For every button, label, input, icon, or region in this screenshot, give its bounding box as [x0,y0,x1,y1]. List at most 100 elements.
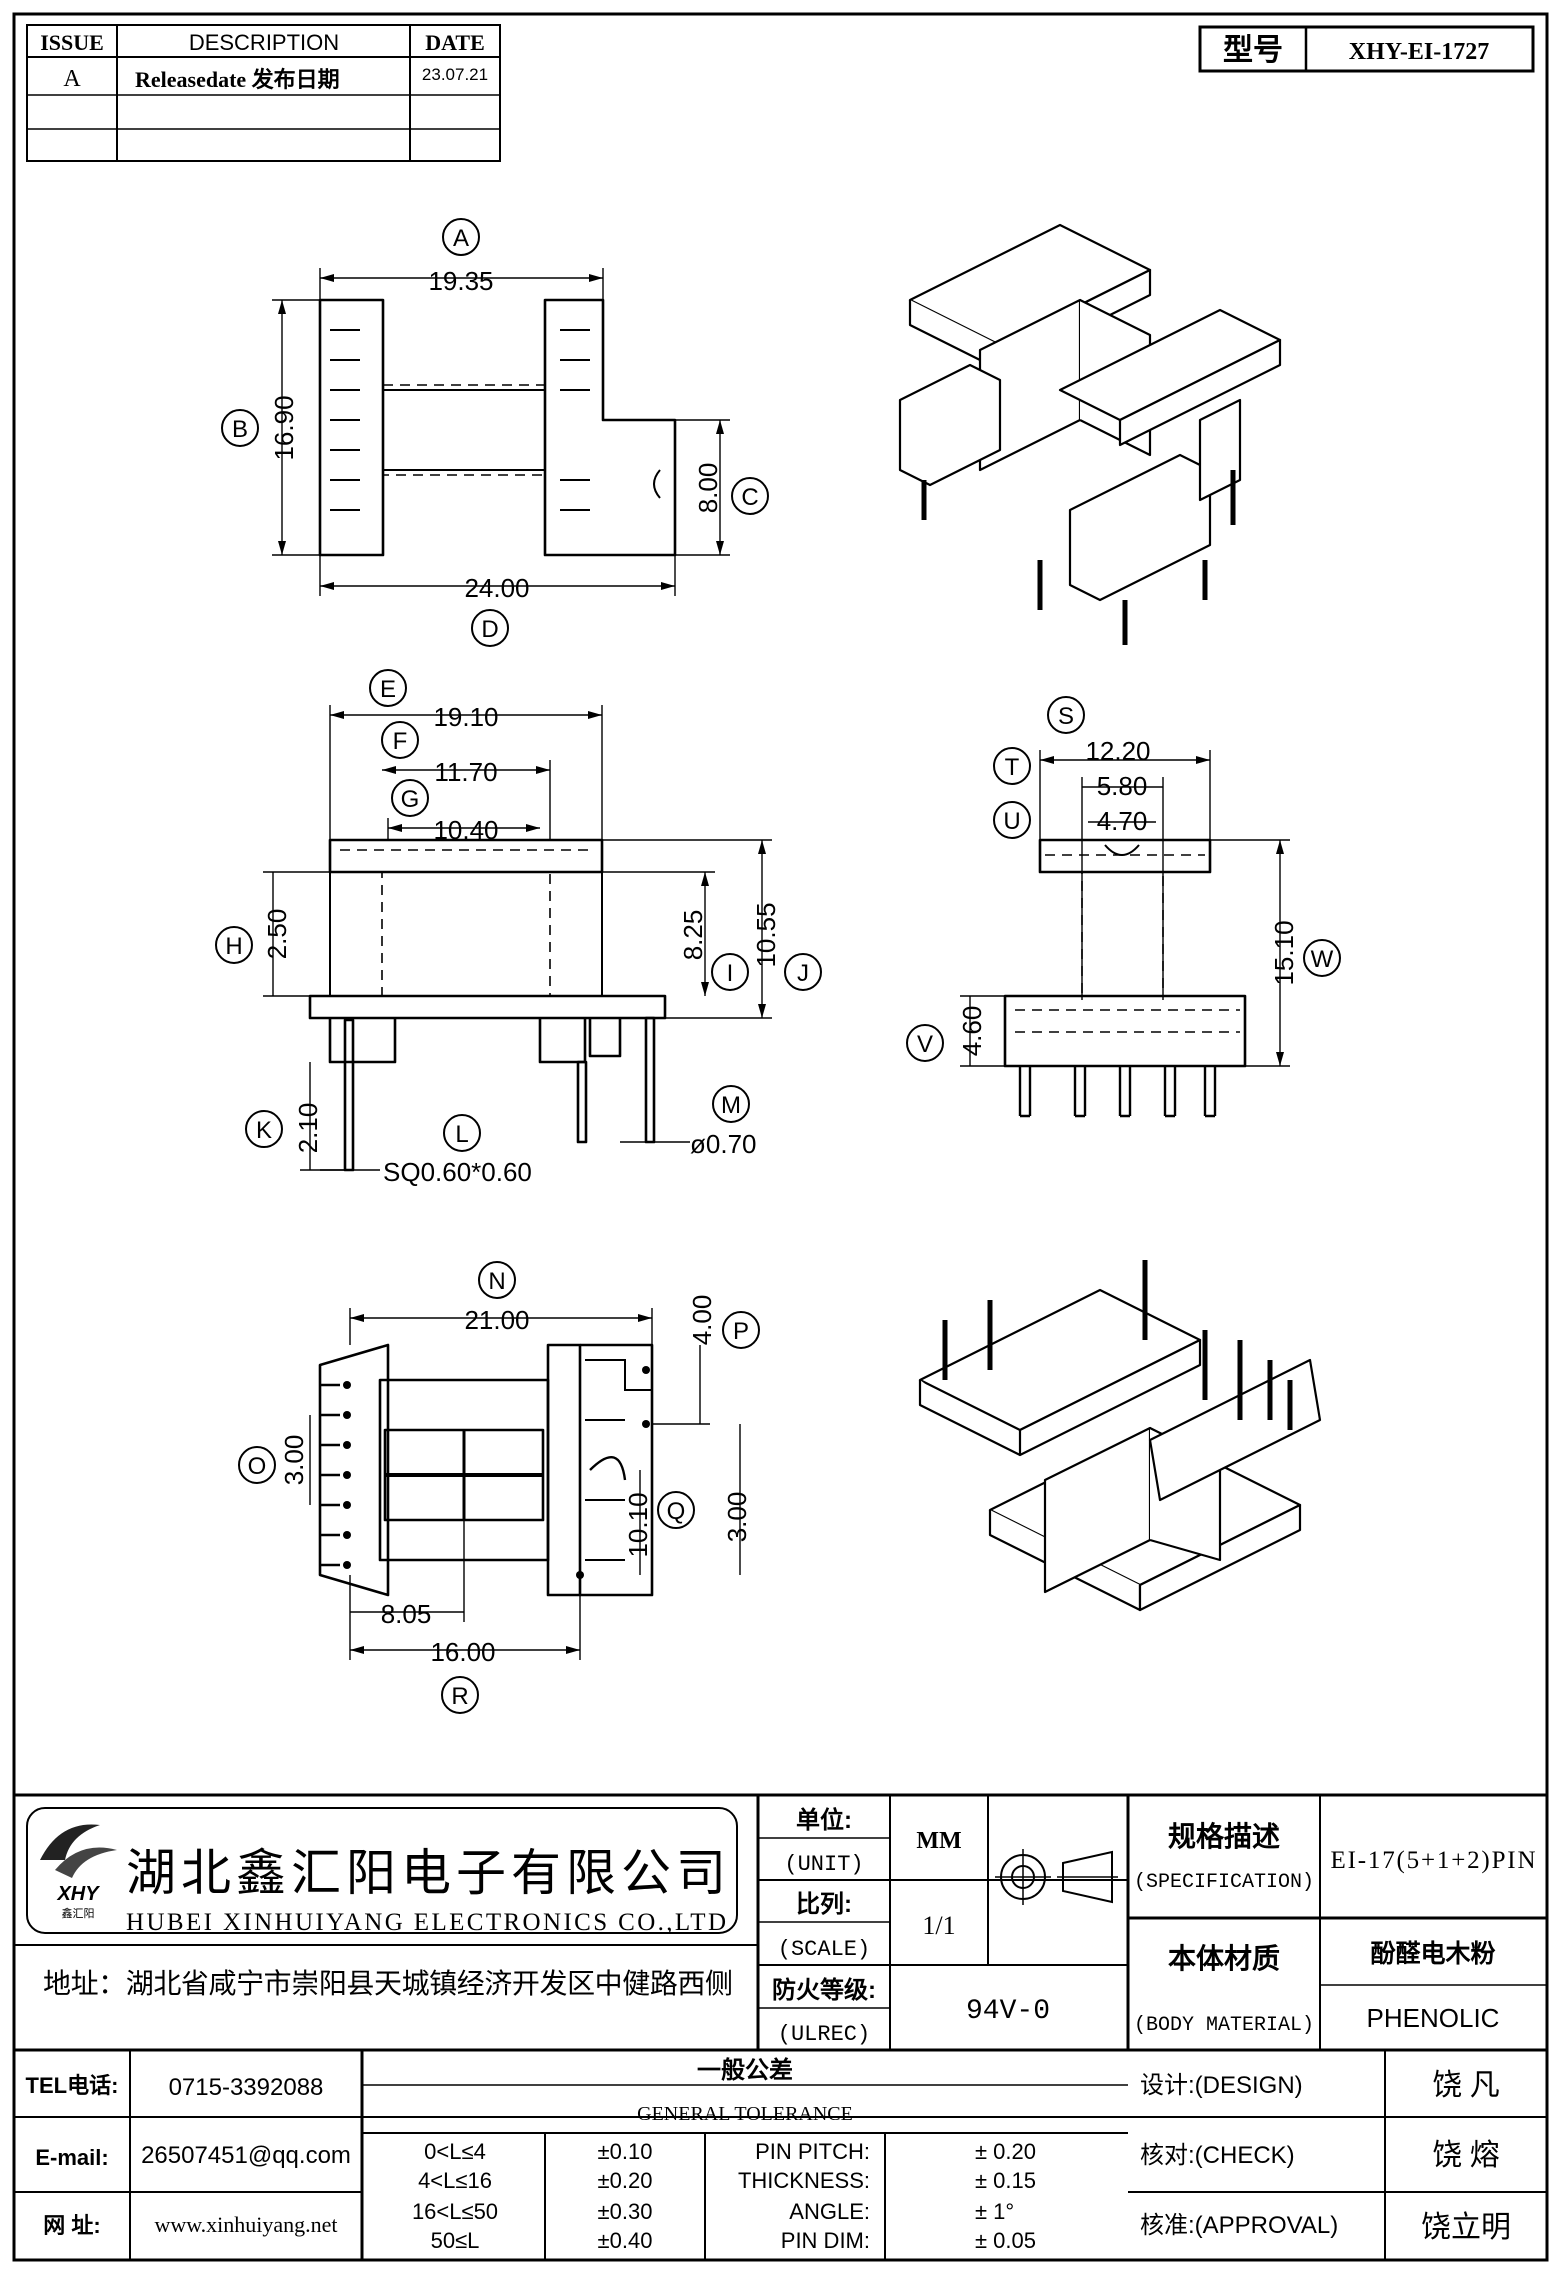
tol-range-0: 0<L≤4 [424,2139,486,2164]
model-box: 型号 XHY-EI-1727 [1198,25,1535,73]
approval-label-check: 核对:(CHECK) [1140,2142,1295,2169]
ulrec-value: 94V-0 [966,1996,1050,2027]
svg-text:S: S [1058,703,1074,730]
param-name-3: PIN DIM: [781,2228,870,2253]
dim-E-value: 19.10 [433,702,498,732]
svg-text:E: E [380,676,396,703]
tol-value-2: ±0.30 [598,2199,653,2224]
revision-table: ISSUE DESCRIPTION DATE A Releasedate 发布日… [26,24,501,162]
side-view: 12.20 S 5.80 T 4.70 U 4.60 V [906,696,1341,1118]
isometric-view-top [898,223,1282,645]
dim-Q-value: 10.10 [623,1492,653,1557]
rev-date: 23.07.21 [422,65,488,84]
svg-text:A: A [453,225,469,252]
material-value-en: PHENOLIC [1367,2003,1500,2033]
dim-P-value: 4.00 [687,1295,717,1346]
front-view: 19.10 E 11.70 F 10.40 G 2.50 [215,669,822,1187]
dim-N-value: 21.00 [464,1305,529,1335]
sheet-border [12,12,1549,2262]
dim-S-value: 12.20 [1085,736,1150,766]
tolerance-title-cn: 一般公差 [697,2056,793,2084]
dim-R2-value: 8.05 [381,1599,432,1629]
tel-value: 0715-3392088 [169,2074,324,2101]
company-logo: XHY 鑫汇阳 [40,1824,117,1920]
svg-text:G: G [401,786,420,813]
svg-text:U: U [1003,808,1020,835]
model-number: XHY-EI-1727 [1349,39,1489,65]
svg-text:T: T [1005,754,1020,781]
material-en: (BODY MATERIAL) [1134,2014,1314,2037]
dim-V-value: 4.60 [957,1006,987,1057]
web-value: www.xinhuiyang.net [154,2212,337,2237]
logo-text: XHY [56,1883,100,1905]
dim-B-value: 16.90 [269,395,299,460]
svg-text:O: O [248,1453,267,1480]
unit-en: (UNIT) [784,1852,863,1877]
tol-value-3: ±0.40 [598,2228,653,2253]
tol-value-1: ±0.20 [598,2168,653,2193]
dim-J-value: 10.55 [751,902,781,967]
svg-text:M: M [721,1092,741,1119]
param-name-0: PIN PITCH: [755,2139,870,2164]
top-view: 19.35 A 16.90 B 8.00 C 24.0 [221,218,769,647]
approval-name-approval: 饶立明 [1421,2211,1511,2244]
tel-label: TEL电话: [26,2073,119,2098]
dim-W-value: 15.10 [1269,920,1299,985]
dim-A-value: 19.35 [428,266,493,296]
header-description: DESCRIPTION [189,30,339,55]
scale-value: 1/1 [922,1911,955,1940]
dim-O-value: 3.00 [279,1435,309,1486]
dim-K-value: 2.10 [293,1103,323,1154]
material-value-cn: 酚醛电木粉 [1370,1940,1495,1968]
email-value: 26507451@qq.com [141,2142,351,2169]
dim-D-value: 24.00 [464,573,529,603]
logo-subtext: 鑫汇阳 [62,1906,95,1920]
dim-F-value: 11.70 [434,757,497,787]
svg-text:K: K [256,1117,272,1144]
material-cn: 本体材质 [1168,1943,1280,1974]
param-name-2: ANGLE: [789,2199,870,2224]
dim-H-value: 2.50 [262,909,292,960]
web-label: 网 址: [43,2213,100,2238]
header-date: DATE [425,30,485,55]
dim-L-value: SQ0.60*0.60 [383,1157,532,1187]
dim-I-value: 8.25 [678,910,708,961]
dim-U-value: 4.70 [1097,806,1148,836]
projection-symbol-icon [995,1849,1118,1905]
approval-name-check: 饶 熔 [1432,2139,1500,2172]
company-name-en: HUBEI XINHUIYANG ELECTRONICS CO.,LTD [126,1909,726,1936]
company-name-cn: 湖北鑫汇阳电子有限公司 [126,1845,726,1901]
approval-name-design: 饶 凡 [1432,2069,1500,2102]
dim-M-value: ø0.70 [690,1129,757,1159]
svg-text:P: P [733,1318,749,1345]
bottom-view: 21.00 N 3.00 O 4.00 P [238,1261,760,1714]
param-value-1: ± 0.15 [975,2168,1036,2193]
unit-value: MM [916,1828,961,1854]
approval-label-design: 设计:(DESIGN) [1140,2072,1303,2099]
spec-en: (SPECIFICATION) [1134,1871,1314,1894]
tol-range-2: 16<L≤50 [412,2199,498,2224]
spec-value: EI-17(5+1+2)PIN [1331,1847,1536,1874]
ulrec-cn: 防火等级: [772,1976,876,2004]
email-label: E-mail: [35,2145,108,2170]
svg-text:H: H [225,933,242,960]
isometric-view-bottom [918,1260,1322,1612]
approval-label-approval: 核准:(APPROVAL) [1140,2212,1338,2239]
svg-text:F: F [393,728,408,755]
svg-text:W: W [1311,946,1334,973]
dim-R-value: 16.00 [430,1637,495,1667]
spec-cn: 规格描述 [1168,1821,1280,1852]
svg-text:N: N [488,1268,505,1295]
tolerance-title-en: GENERAL TOLERANCE [637,2103,853,2125]
svg-text:Q: Q [667,1498,686,1525]
svg-text:C: C [741,484,758,511]
tol-range-1: 4<L≤16 [418,2168,492,2193]
svg-text:D: D [481,616,498,643]
tol-value-0: ±0.10 [598,2139,653,2164]
dim-T-value: 5.80 [1097,771,1148,801]
header-issue: ISSUE [40,30,104,55]
svg-text:J: J [797,960,809,987]
svg-text:R: R [451,1683,468,1710]
